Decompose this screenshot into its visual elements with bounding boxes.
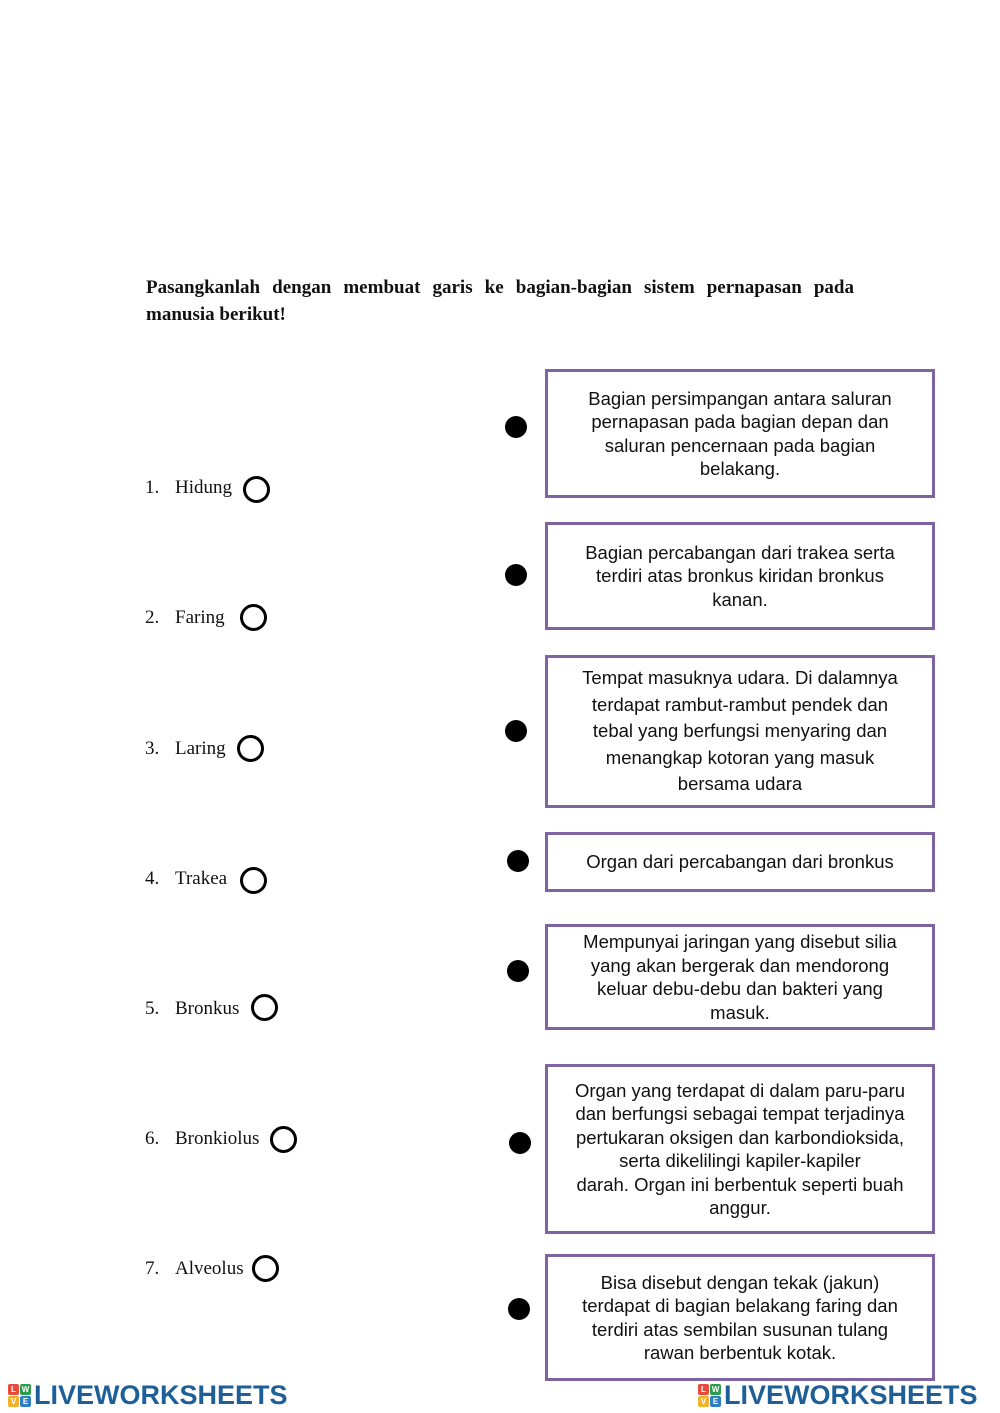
definition-box-2: Bagian percabangan dari trakea serta ter… [545,522,935,630]
definition-box-1: Bagian persimpangan antara saluran perna… [545,369,935,498]
liveworksheets-logo-icon: L W V E [8,1383,31,1407]
definition-connector-7[interactable] [508,1298,530,1320]
term-label: Laring [175,738,226,759]
term-item-trakea: 4. Trakea [145,864,227,894]
term-label: Trakea [175,868,228,889]
term-number: 5. [145,998,160,1019]
term-item-laring: 3. Laring [145,734,226,764]
term-item-bronkus: 5. Bronkus [145,994,239,1024]
logo-letter: W [710,1383,721,1395]
term-connector-trakea[interactable] [240,867,267,894]
definition-connector-1[interactable] [505,416,527,438]
definition-box-4: Organ dari percabangan dari bronkus [545,832,935,892]
definition-connector-3[interactable] [505,720,527,742]
instruction-text: Pasangkanlah dengan membuat garis ke bag… [146,277,854,325]
term-item-bronkiolus: 6. Bronkiolus [145,1124,259,1154]
definition-box-6: Organ yang terdapat di dalam paru-paru d… [545,1064,935,1234]
term-number: 3. [145,738,160,759]
logo-letter: V [8,1395,19,1407]
definition-connector-4[interactable] [507,850,529,872]
term-connector-faring[interactable] [240,604,267,631]
term-number: 2. [145,607,160,628]
term-item-faring: 2. Faring [145,603,225,633]
logo-letter: V [698,1395,709,1407]
term-connector-laring[interactable] [237,735,264,762]
term-connector-hidung[interactable] [243,476,270,503]
term-connector-bronkus[interactable] [251,994,278,1021]
term-number: 7. [145,1258,160,1279]
term-label: Bronkus [175,998,240,1019]
term-label: Hidung [175,477,232,498]
term-item-hidung: 1. Hidung [145,473,232,503]
logo-letter: E [710,1395,721,1407]
logo-letter: L [698,1383,709,1395]
logo-letter: W [20,1383,31,1395]
definition-connector-6[interactable] [509,1132,531,1154]
term-number: 6. [145,1128,160,1149]
definition-connector-5[interactable] [507,960,529,982]
definition-box-7: Bisa disebut dengan tekak (jakun) terdap… [545,1254,935,1381]
definition-box-5: Mempunyai jaringan yang disebut silia ya… [545,924,935,1030]
definition-connector-2[interactable] [505,564,527,586]
term-label: Bronkiolus [175,1128,260,1149]
footer-brand-left: LIVEWORKSHEETS [34,1379,288,1410]
term-number: 1. [145,477,160,498]
term-item-alveolus: 7. Alveolus [145,1254,244,1284]
term-connector-bronkiolus[interactable] [270,1126,297,1153]
term-label: Faring [175,607,225,628]
footer-logo-left: L W V E LIVEWORKSHEETS [8,1378,288,1412]
footer-logo-right: L W V E LIVEWORKSHEETS [698,1378,978,1412]
term-connector-alveolus[interactable] [252,1255,279,1282]
liveworksheets-logo-icon: L W V E [698,1383,721,1407]
term-label: Alveolus [175,1258,244,1279]
definition-box-3: Tempat masuknya udara. Di dalamnya terda… [545,655,935,808]
logo-letter: E [20,1395,31,1407]
footer-brand-right: LIVEWORKSHEETS [724,1379,978,1410]
logo-letter: L [8,1383,19,1395]
term-number: 4. [145,868,160,889]
